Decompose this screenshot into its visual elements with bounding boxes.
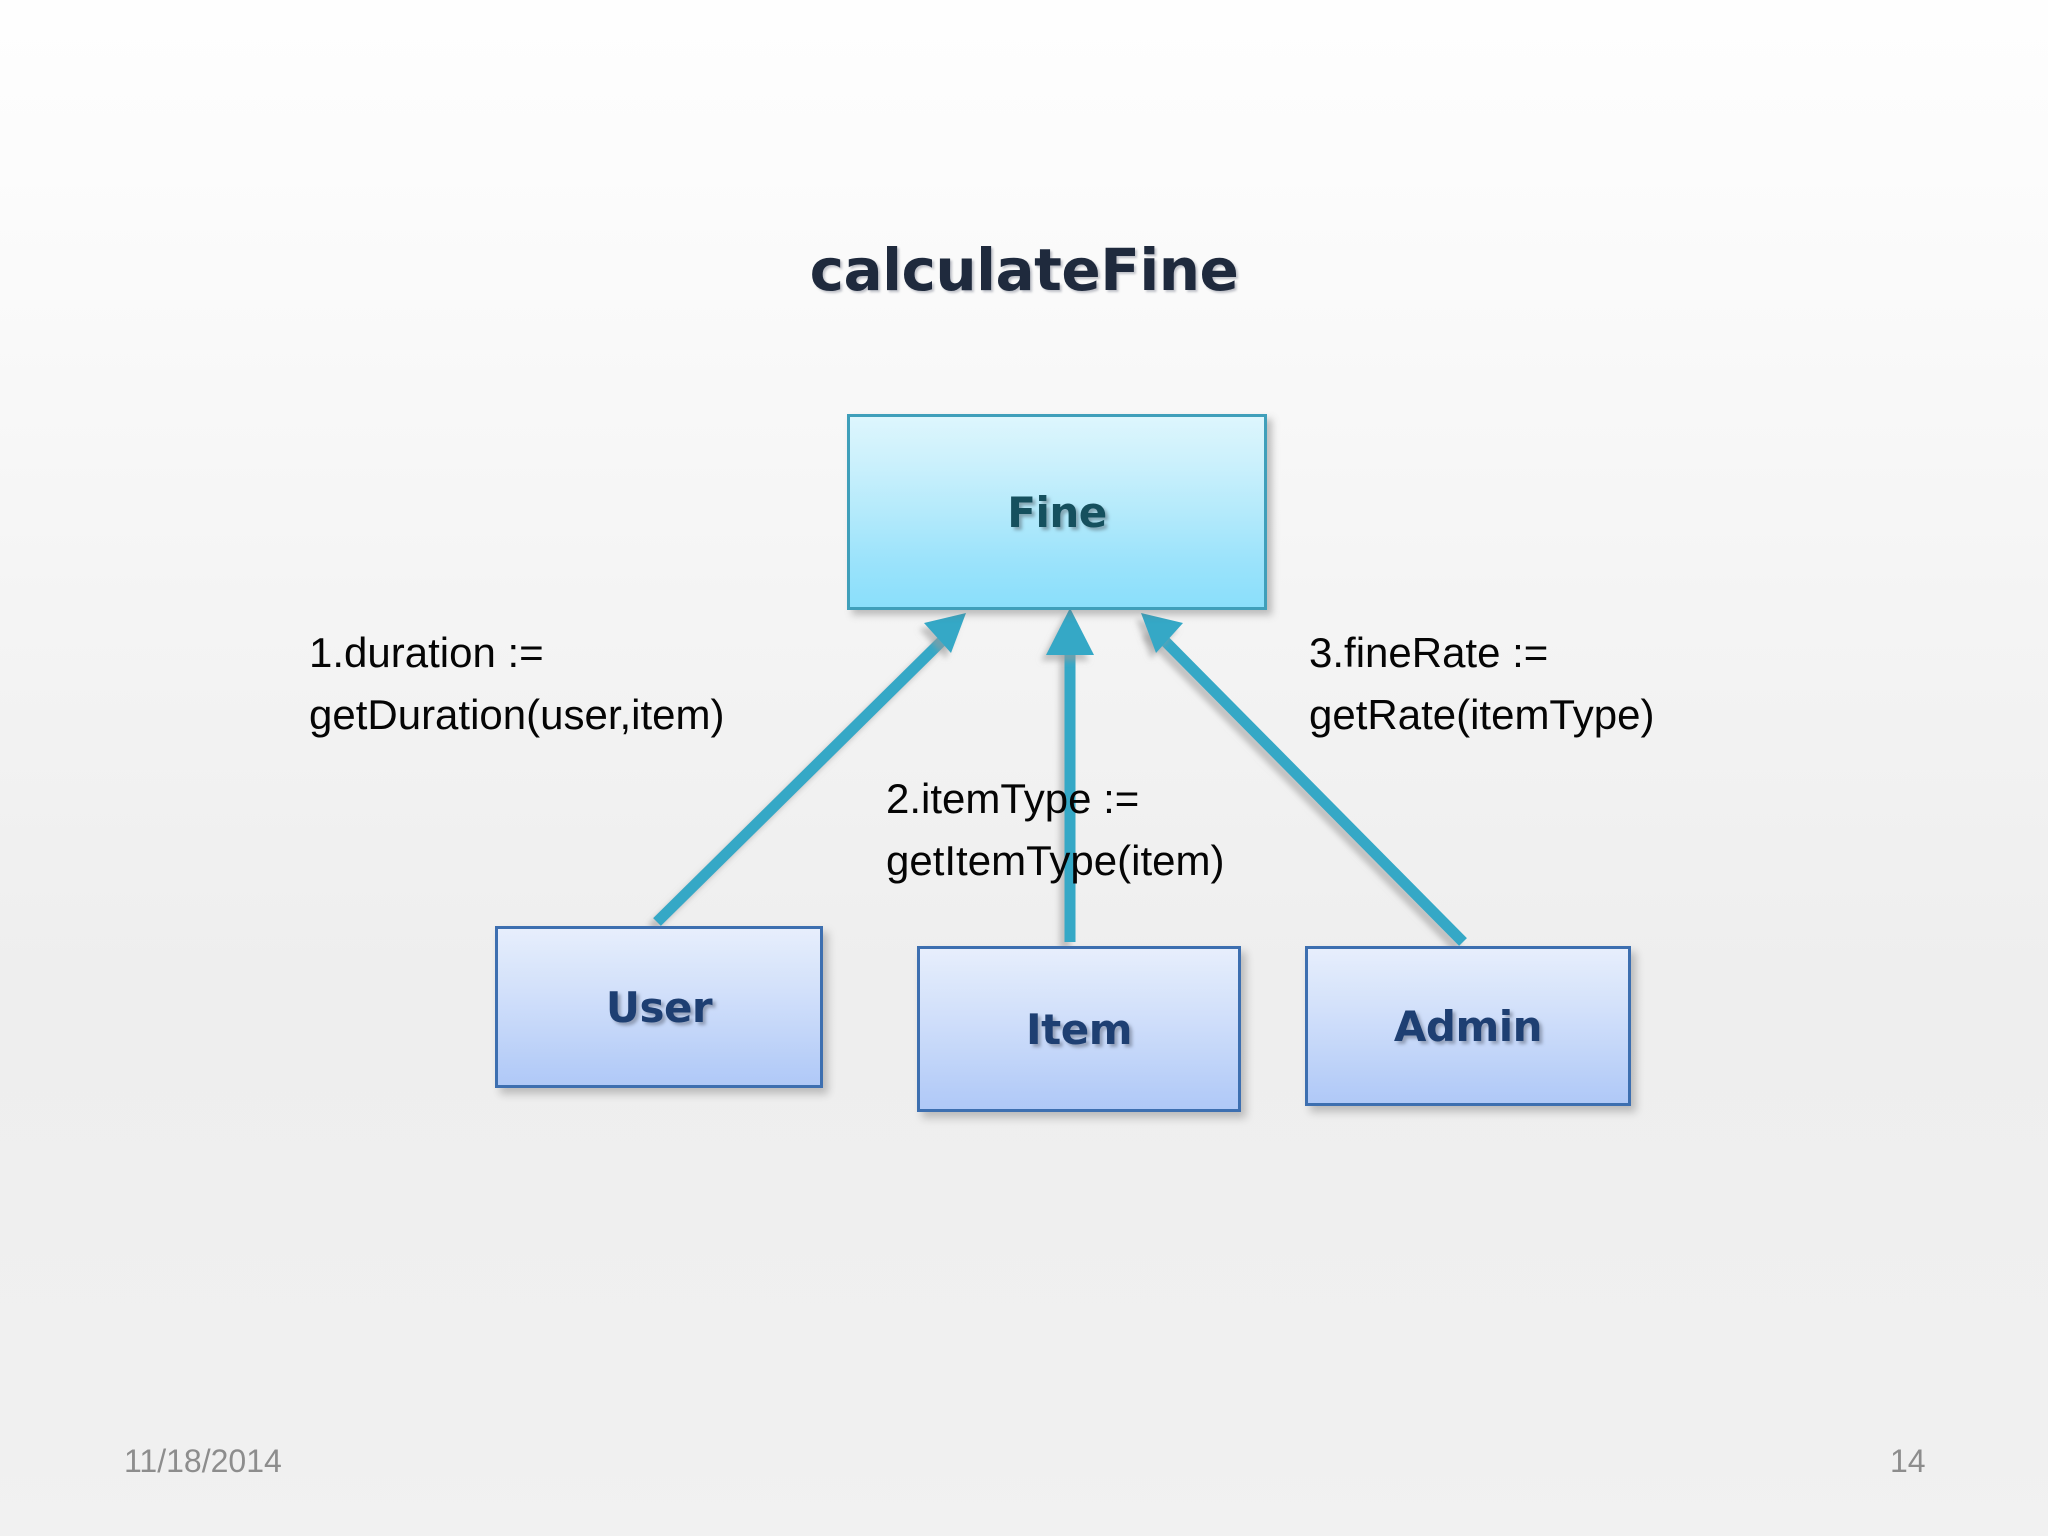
- arrow-item-to-fine-head: [1046, 608, 1094, 655]
- message-label-2-line2: getItemType(item): [886, 837, 1225, 884]
- page-title: calculateFine: [809, 236, 1239, 304]
- node-user[interactable]: User: [495, 926, 823, 1088]
- message-label-1-line1: 1.duration :=: [309, 629, 544, 676]
- message-label-2-line1: 2.itemType :=: [886, 775, 1140, 822]
- node-fine[interactable]: Fine: [847, 414, 1267, 610]
- footer-page-number: 14: [1890, 1443, 1926, 1479]
- message-label-1-line2: getDuration(user,item): [309, 691, 725, 738]
- node-item-label: Item: [1026, 1004, 1132, 1054]
- arrow-admin-to-fine-head: [1141, 613, 1183, 653]
- message-label-2: 2.itemType := getItemType(item): [886, 768, 1224, 892]
- node-admin-label: Admin: [1393, 1001, 1543, 1051]
- arrow-user-to-fine-head: [924, 613, 966, 653]
- node-user-label: User: [605, 982, 713, 1032]
- message-label-3-line1: 3.fineRate :=: [1309, 629, 1549, 676]
- footer-date: 11/18/2014: [124, 1443, 282, 1479]
- message-label-3: 3.fineRate := getRate(itemType): [1309, 622, 1654, 746]
- message-label-3-line2: getRate(itemType): [1309, 691, 1655, 738]
- node-admin[interactable]: Admin: [1305, 946, 1631, 1106]
- node-item[interactable]: Item: [917, 946, 1241, 1112]
- message-label-1: 1.duration := getDuration(user,item): [309, 622, 725, 746]
- node-fine-label: Fine: [1007, 487, 1107, 537]
